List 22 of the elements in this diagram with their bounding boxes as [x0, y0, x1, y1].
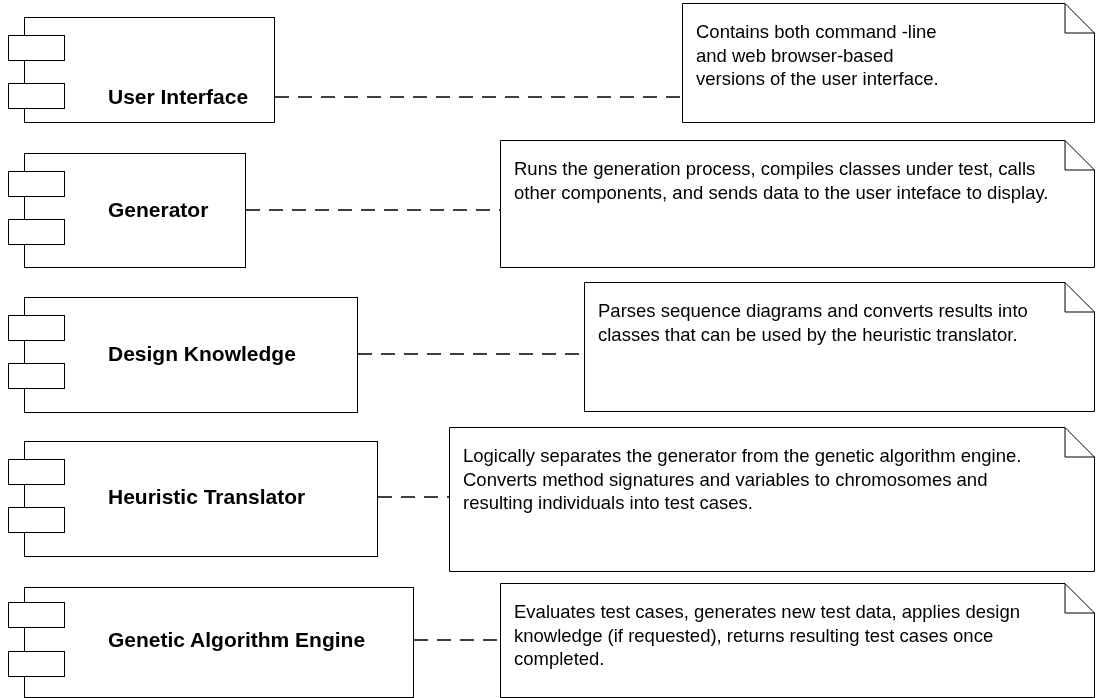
note-text: Parses sequence diagrams and converts results into classes that can be used by the heuristic translator. — [598, 299, 1029, 346]
dashed-connector — [274, 96, 683, 98]
component-name: User Interface — [108, 85, 249, 109]
note-box — [682, 3, 1095, 123]
note-box — [584, 282, 1095, 412]
component-box — [8, 587, 414, 698]
component-name: Genetic Algorithm Engine — [108, 628, 366, 652]
note-box — [449, 427, 1095, 572]
component-name: Generator — [108, 198, 209, 222]
component-box — [8, 297, 358, 413]
note-text: Contains both command -line and web browser-based versions of the user interface. — [696, 20, 940, 91]
component-box — [8, 153, 246, 268]
note-box — [500, 140, 1095, 268]
component-box — [8, 441, 378, 557]
component-name: Design Knowledge — [108, 342, 296, 366]
component-name: Heuristic Translator — [108, 485, 306, 509]
dashed-connector — [377, 496, 450, 498]
component-box — [8, 17, 275, 123]
note-text: Evaluates test cases, generates new test data, applies design knowledge (if requested), returns resulting test cases once completed. — [514, 600, 1021, 671]
note-text: Runs the generation process, compiles classes under test, calls other components, and sends data to the user inteface to display. — [514, 157, 1050, 204]
note-box — [500, 583, 1095, 698]
note-text: Logically separates the generator from the genetic algorithm engine. Converts method signatures and variables to chromosomes and resulting individuals into test cases. — [463, 444, 1023, 515]
